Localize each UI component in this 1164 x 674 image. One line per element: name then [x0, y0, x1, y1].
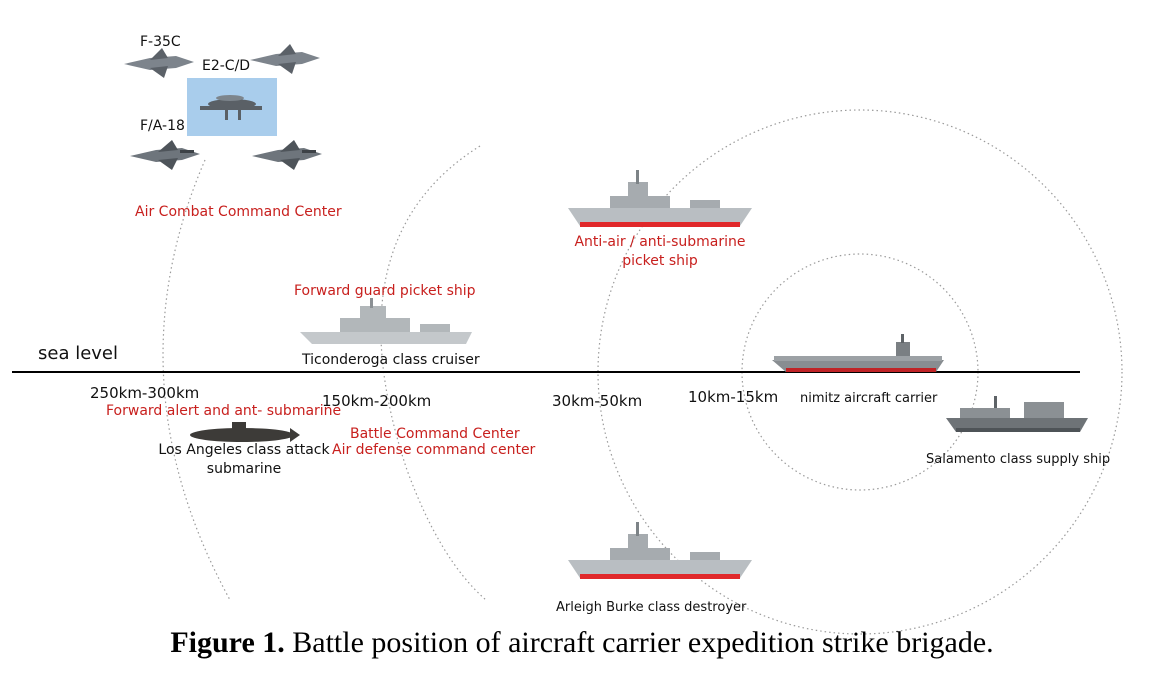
air-combat-command-label: Air Combat Command Center	[135, 204, 342, 220]
destroyer-name-label: Arleigh Burke class destroyer	[556, 600, 747, 615]
picket-ship-icon	[568, 170, 752, 227]
submarine-icon	[190, 422, 300, 442]
supply-ship-icon	[946, 396, 1088, 432]
range-150-200-label: 150km-200km	[322, 392, 432, 410]
sea-level-label: sea level	[38, 343, 119, 364]
fa18-label: F/A-18	[140, 118, 185, 134]
picket-role-label-line2: picket ship	[622, 253, 698, 269]
destroyer-ship-icon	[568, 522, 752, 579]
figure-caption: Figure 1. Battle position of aircraft ca…	[0, 626, 1164, 660]
cruiser-ship-icon	[300, 298, 472, 344]
supply-ship-name-label: Salamento class supply ship	[926, 452, 1111, 467]
ring-30-50km	[597, 109, 1123, 635]
submarine-name-label-line2: submarine	[206, 461, 282, 477]
carrier-name-label: nimitz aircraft carrier	[800, 391, 938, 406]
picket-role-label-line1: Anti-air / anti-submarine	[574, 234, 746, 250]
range-10-15-label: 10km-15km	[688, 388, 779, 406]
submarine-name-label-line1: Los Angeles class attack	[158, 442, 330, 458]
carrier-ship-icon	[772, 334, 944, 372]
submarine-role-label: Forward alert and ant- submarine	[106, 403, 342, 419]
range-250-300-label: 250km-300km	[90, 384, 200, 402]
battle-command-label-line1: Battle Command Center	[350, 426, 520, 442]
figure-caption-text: Battle position of aircraft carrier expe…	[284, 626, 994, 659]
f35-jet-icon-left	[124, 48, 194, 78]
cruiser-role-label: Forward guard picket ship	[294, 283, 476, 299]
range-30-50-label: 30km-50km	[552, 392, 643, 410]
fa18-jet-icon-left	[130, 140, 200, 170]
fa18-jet-icon-right	[252, 140, 322, 170]
f35-jet-icon-right	[250, 44, 320, 74]
e2-label: E2-C/D	[202, 58, 251, 74]
battle-command-label-line2: Air defense command center	[332, 442, 536, 458]
figure-caption-label: Figure 1.	[170, 626, 285, 659]
cruiser-name-label: Ticonderoga class cruiser	[302, 352, 480, 368]
ring-250-300km	[162, 159, 231, 601]
e2-aircraft-icon	[200, 95, 262, 120]
f35-label: F-35C	[140, 34, 181, 50]
